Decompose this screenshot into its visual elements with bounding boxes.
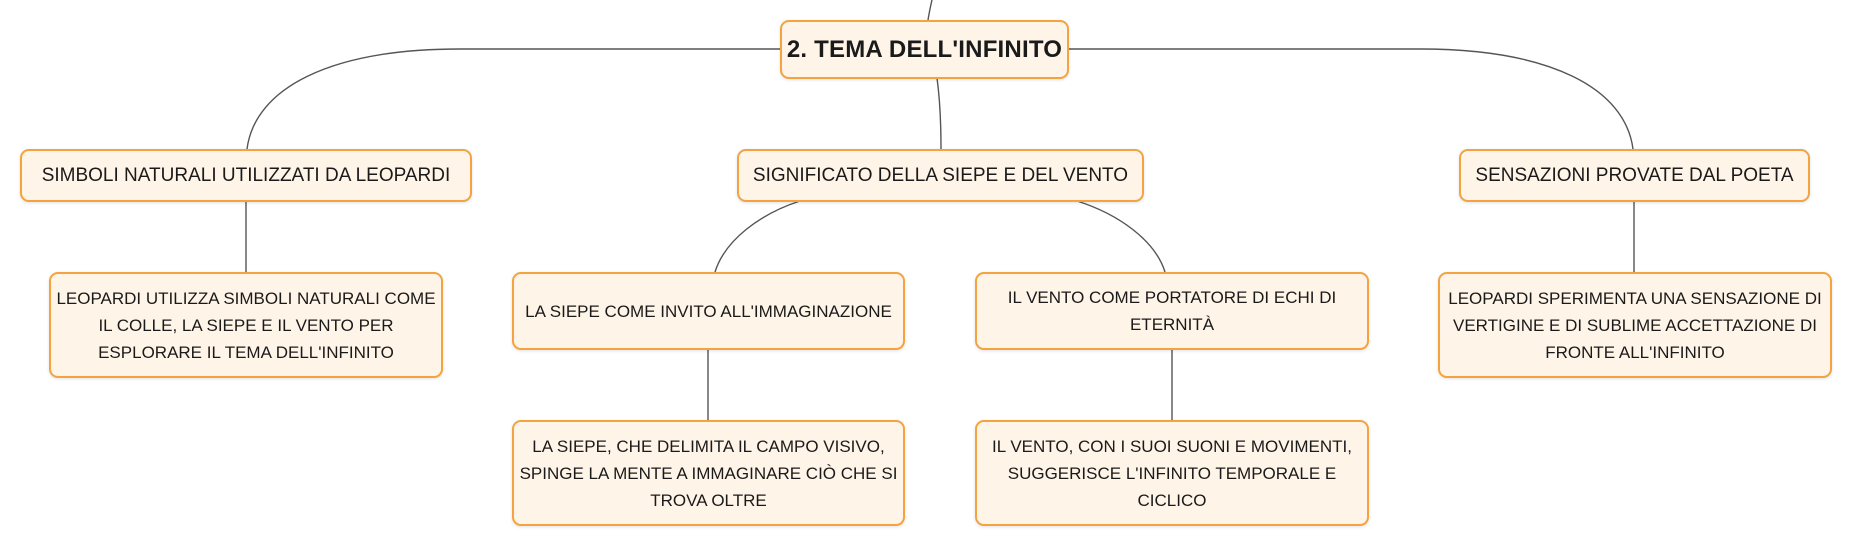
subtopic-label-siepe-campo-visivo: LA SIEPE, CHE DELIMITA IL CAMPO VISIVO, …: [519, 436, 898, 510]
central-topic-node[interactable]: 2. TEMA DELL'INFINITO: [780, 20, 1069, 79]
subtopic-node-sensazione-vertigine[interactable]: LEOPARDI SPERIMENTA UNA SENSAZIONE DI VE…: [1438, 272, 1832, 378]
connector-significato-to-vento: [1076, 200, 1166, 273]
connector-central-to-significato: [936, 77, 942, 150]
subtopic-node-vento-suoni[interactable]: IL VENTO, CON I SUOI SUONI E MOVIMENTI, …: [975, 420, 1369, 526]
central-topic-label: 2. TEMA DELL'INFINITO: [786, 35, 1063, 63]
topic-label-sensazioni-poeta: SENSAZIONI PROVATE DAL POETA: [1475, 164, 1794, 186]
subtopic-node-simboli-leopardi[interactable]: LEOPARDI UTILIZZA SIMBOLI NATURALI COME …: [49, 272, 443, 378]
subtopic-node-vento-eternita[interactable]: IL VENTO COME PORTATORE DI ECHI DI ETERN…: [975, 272, 1369, 350]
subtopic-node-siepe-invito[interactable]: LA SIEPE COME INVITO ALL'IMMAGINAZIONE: [512, 272, 905, 350]
topic-node-significato-siepe-vento[interactable]: SIGNIFICATO DELLA SIEPE E DEL VENTO: [737, 149, 1144, 202]
subtopic-label-vento-suoni: IL VENTO, CON I SUOI SUONI E MOVIMENTI, …: [992, 436, 1352, 510]
topic-node-sensazioni-poeta[interactable]: SENSAZIONI PROVATE DAL POETA: [1459, 149, 1810, 202]
topic-label-significato-siepe-vento: SIGNIFICATO DELLA SIEPE E DEL VENTO: [752, 164, 1129, 186]
connector-parent-to-central: [927, 0, 933, 21]
subtopic-label-sensazione-vertigine: LEOPARDI SPERIMENTA UNA SENSAZIONE DI VE…: [1448, 288, 1822, 362]
subtopic-label-siepe-invito: LA SIEPE COME INVITO ALL'IMMAGINAZIONE: [525, 301, 892, 321]
connector-significato-to-siepe: [714, 200, 801, 273]
connector-central-to-sensazioni: [1069, 48, 1634, 150]
subtopic-label-simboli-leopardi: LEOPARDI UTILIZZA SIMBOLI NATURALI COME …: [56, 288, 436, 362]
subtopic-node-siepe-campo-visivo[interactable]: LA SIEPE, CHE DELIMITA IL CAMPO VISIVO, …: [512, 420, 905, 526]
subtopic-label-vento-eternita: IL VENTO COME PORTATORE DI ECHI DI ETERN…: [1007, 288, 1337, 334]
topic-label-simboli-naturali: SIMBOLI NATURALI UTILIZZATI DA LEOPARDI: [41, 164, 451, 186]
connector-central-to-simboli: [246, 48, 780, 150]
topic-node-simboli-naturali[interactable]: SIMBOLI NATURALI UTILIZZATI DA LEOPARDI: [20, 149, 472, 202]
